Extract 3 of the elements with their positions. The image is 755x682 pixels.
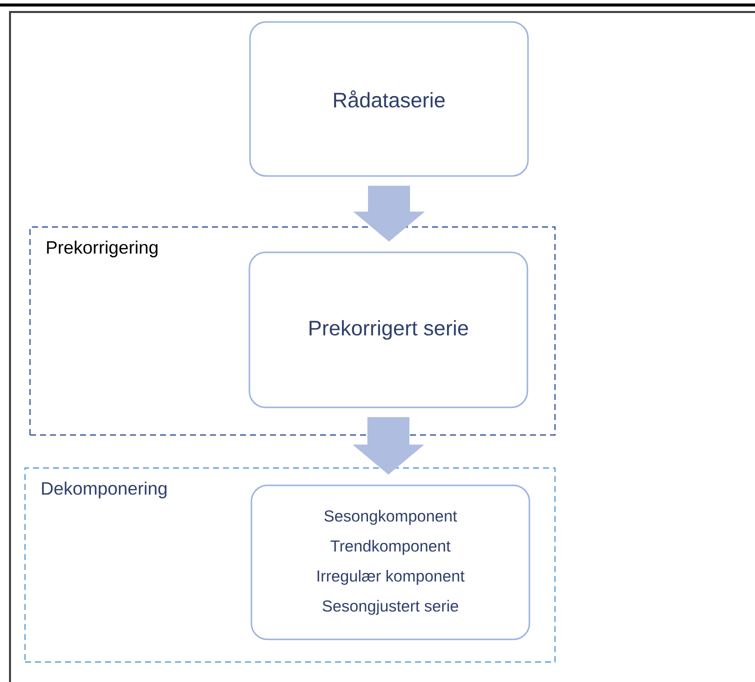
process-box: Rådataserie [249,21,529,177]
process-box: Prekorrigert serie [248,252,528,408]
process-box: Sesongkomponent Trendkomponent Irregulær komponent Sesongjustert serie [250,484,530,640]
